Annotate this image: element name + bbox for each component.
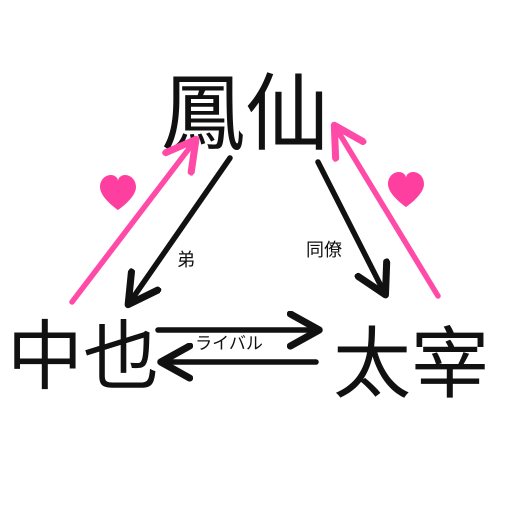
pink-right-arrow [336, 128, 441, 299]
edge-top-to-right-arrow [315, 159, 384, 292]
edge-top-to-right-label: 同僚 [306, 240, 342, 261]
node-left-label: 中也 [7, 312, 159, 401]
edge-top-to-left-label: 弟 [177, 250, 195, 271]
edge-top-to-left-arrow [130, 155, 233, 302]
pink-left-arrow [69, 142, 194, 305]
node-right-label: 太宰 [333, 320, 489, 410]
heart-icon-left [100, 175, 136, 210]
heart-icon-right [388, 172, 424, 207]
edge-left-right-label: ライバル [195, 334, 263, 354]
